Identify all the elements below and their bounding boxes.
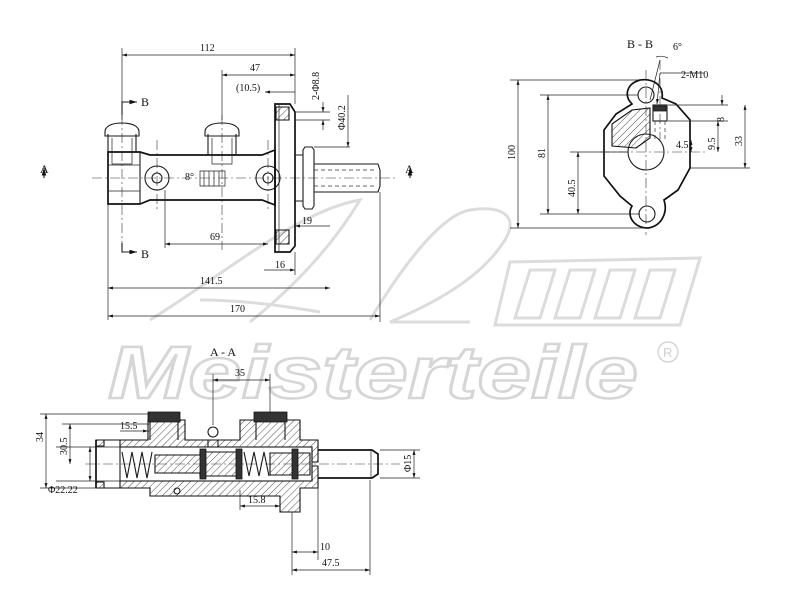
brake-port-1 bbox=[144, 165, 170, 191]
brake-port-2-inner bbox=[262, 172, 274, 184]
dim-2-phi-8-8: 2-Φ8.8 bbox=[311, 72, 322, 100]
section-title-bb: B - B bbox=[627, 37, 653, 51]
secondary-piston bbox=[154, 451, 241, 477]
dim-4-5: 4.5 bbox=[676, 140, 689, 151]
brake-port-2 bbox=[255, 165, 281, 191]
dim-141-5: 141.5 bbox=[200, 276, 223, 287]
boss-walls bbox=[149, 422, 286, 440]
flange-seal bbox=[302, 146, 315, 210]
boss-detail bbox=[111, 138, 233, 165]
section-marker-b-bottom: B bbox=[141, 247, 149, 261]
section-marker-b-top: B bbox=[141, 95, 149, 109]
watermark-text: Meisterteile bbox=[108, 331, 638, 414]
dim-33: 33 bbox=[734, 136, 745, 146]
rod-hidden-lines bbox=[314, 169, 375, 187]
secondary-spring bbox=[243, 451, 270, 477]
brake-port-1-inner bbox=[151, 172, 163, 184]
bb-section-hatch bbox=[611, 107, 651, 149]
piston-seal-1 bbox=[199, 448, 207, 480]
dim-9-5: 9.5 bbox=[707, 138, 718, 151]
dim-100: 100 bbox=[507, 145, 518, 160]
angle-arc bbox=[655, 55, 669, 59]
dim-phi-22-22: Φ22.22 bbox=[48, 485, 78, 496]
watermark-registered-icon bbox=[657, 341, 679, 363]
dim-10: 10 bbox=[320, 542, 330, 553]
screw-pocket bbox=[199, 170, 226, 187]
drain-hole bbox=[173, 487, 181, 495]
screw-pocket-lines bbox=[203, 171, 220, 186]
watermark-registered-mark: R bbox=[663, 345, 672, 360]
dim-angle-8: 8° bbox=[185, 172, 194, 183]
dim-170: 170 bbox=[230, 304, 245, 315]
dim-34: 34 bbox=[35, 432, 46, 442]
section-arrow-b-top bbox=[121, 99, 137, 115]
dim-10-5: (10.5) bbox=[236, 83, 260, 94]
flange-hole-bottom bbox=[275, 229, 290, 245]
cylinder-bore bbox=[119, 446, 313, 482]
piston-seal-3 bbox=[291, 448, 299, 480]
dim-15-8: 15.8 bbox=[248, 495, 266, 506]
body-section-top bbox=[95, 419, 319, 463]
reservoir-boss-2 bbox=[204, 122, 240, 155]
top-view-dimensions: 112 47 (10.5) 2-Φ8.8 Φ40.2 8° 69 19 16 bbox=[107, 43, 381, 322]
dim-112: 112 bbox=[200, 43, 215, 54]
push-rod bbox=[318, 449, 379, 479]
dim-8: 8 bbox=[716, 117, 727, 122]
primary-piston bbox=[269, 452, 311, 476]
dim-81: 81 bbox=[537, 148, 548, 158]
mounting-flange bbox=[274, 103, 296, 253]
stop-screw bbox=[207, 426, 219, 438]
thread-top bbox=[653, 105, 667, 112]
dim-69: 69 bbox=[210, 232, 220, 243]
dim-47: 47 bbox=[250, 63, 260, 74]
dim-thread-2-m10: 2-M10 bbox=[681, 70, 708, 81]
flange-hole-top bbox=[275, 106, 290, 121]
section-arrow-b-bottom bbox=[121, 243, 137, 255]
stop-screw-bore bbox=[207, 440, 219, 447]
dim-47-5: 47.5 bbox=[322, 558, 340, 569]
return-spring bbox=[121, 451, 153, 479]
reservoir-grommet-1 bbox=[147, 411, 181, 423]
side-view-dimensions: 6° 2-M10 100 81 40.5 8 4.5 9.5 bbox=[507, 42, 750, 229]
dim-phi-15: Φ15 bbox=[403, 455, 414, 472]
dim-35: 35 bbox=[235, 368, 245, 379]
dim-16: 16 bbox=[275, 260, 285, 271]
seal-links bbox=[295, 154, 303, 202]
top-view: A A B B 112 47 (10.5) 2-Φ8.8 Φ40.2 bbox=[40, 43, 414, 322]
dim-19: 19 bbox=[302, 216, 312, 227]
dim-40-5: 40.5 bbox=[567, 180, 578, 198]
watermark: Meisterteile R bbox=[107, 197, 703, 415]
watermark-logo bbox=[149, 197, 703, 327]
dim-30-5: 30.5 bbox=[59, 438, 70, 456]
lower-mount-hole bbox=[638, 205, 656, 223]
dim-phi-40-2: Φ40.2 bbox=[337, 105, 348, 130]
flange-outline bbox=[603, 78, 691, 229]
side-view-bb: B - B 6° 2-M10 100 81 40 bbox=[507, 37, 750, 235]
leader bbox=[656, 72, 661, 105]
dim-angle-6: 6° bbox=[673, 42, 682, 53]
dim-15-5: 15.5 bbox=[120, 421, 138, 432]
section-title-aa: A - A bbox=[210, 345, 236, 359]
reservoir-grommet-2 bbox=[253, 411, 288, 423]
reservoir-boss-1 bbox=[104, 122, 140, 152]
piston-rod-end bbox=[314, 163, 381, 193]
section-view-aa: A - A 35 15.5 bbox=[35, 345, 420, 575]
piston-seal-2 bbox=[235, 448, 243, 480]
angle-leg bbox=[649, 59, 661, 101]
section-view-dimensions: 35 15.5 34 30.5 Φ22.22 15.8 Φ15 bbox=[35, 368, 420, 575]
